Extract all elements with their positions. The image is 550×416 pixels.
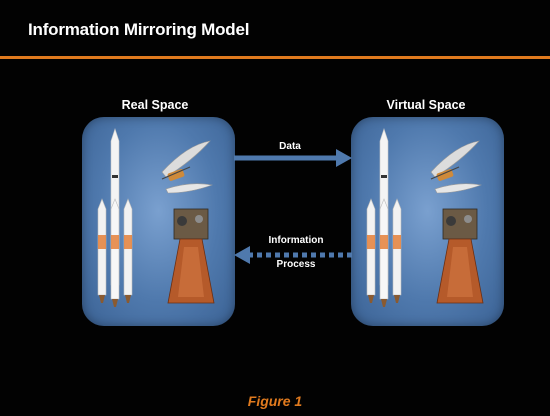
virtual-space-label: Virtual Space [386,98,466,112]
data-arrow-label: Data [279,141,301,152]
real-space-illustration [97,128,215,307]
fairing-icon [430,140,483,194]
real-space-label: Real Space [121,98,189,112]
slide-title: Information Mirroring Model [28,20,250,39]
fairing-icon [161,140,214,194]
virtual-space-panel [351,117,504,326]
satellite-icon [430,166,460,181]
information-process-arrow [234,246,354,264]
rocket-icon [366,128,402,307]
title-divider [0,56,550,59]
virtual-space-illustration [366,128,484,307]
real-space-panel [82,117,235,326]
figure-caption: Figure 1 [247,393,303,409]
engine-icon [167,208,215,304]
satellite-icon [161,166,191,181]
process-arrow-label: Process [276,259,316,270]
engine-icon [436,208,484,304]
information-arrow-label: Information [268,235,324,246]
data-arrow [234,149,352,167]
rocket-icon [97,128,133,307]
